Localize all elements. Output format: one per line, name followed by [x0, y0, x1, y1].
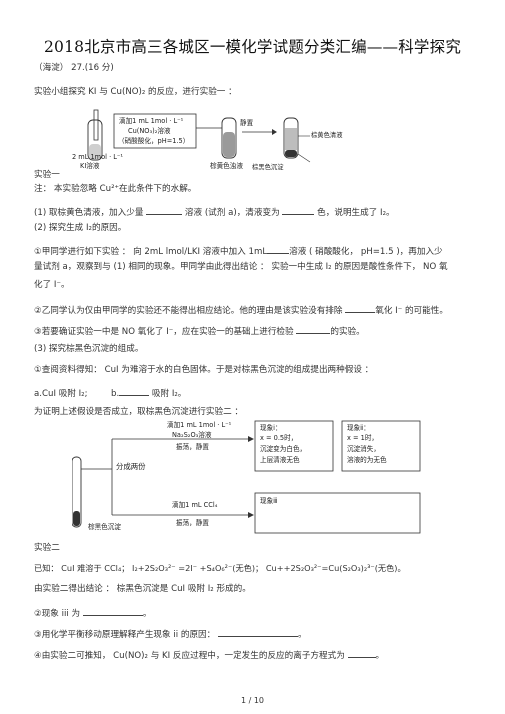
question-3-hypotheses: a.CuI 吸附 I₂; b. 吸附 I₂。 — [34, 386, 186, 400]
answer-blank-4[interactable] — [345, 303, 376, 313]
exp2-split: 分成两份 — [116, 462, 146, 471]
exp2-top-reagent-name: Na₂S₂O₃溶液 — [172, 431, 212, 439]
exp1-label-ki: KI溶液 — [80, 162, 100, 170]
question-ion: ④由实验二可推知， Cu(NO)₂ 与 KI 反应过程中，一定发生的反应的离子方… — [34, 648, 384, 662]
obs2-line1: x = 1时， — [347, 434, 379, 442]
exp1-caption: 实验一 — [34, 170, 60, 180]
exp1-label-clear: 棕黄色清液 — [311, 132, 343, 139]
exp1-label-precip: 棕黑色沉淀 — [252, 164, 284, 171]
exp2-precip: 棕黑色沉淀 — [88, 523, 121, 531]
exp2-bottom-reagent: 滴加1 mL CCl₄ — [172, 501, 218, 509]
obs2-line2: 沉淀消失， — [347, 445, 380, 453]
exp1-label-static: 静置 — [240, 119, 254, 127]
question-2-1-end: 化了 I⁻。 — [34, 280, 70, 290]
exp2-caption: 实验二 — [34, 543, 60, 553]
question-2: (2) 探究生成 I₂的原因。 — [34, 223, 127, 233]
question-3-1: ①查阅资料得知： CuI 为难溶于水的白色固体。于是对棕黑色沉淀的组成提出两种假… — [34, 365, 374, 375]
question-3: (3) 探究棕黑色沉淀的组成。 — [34, 344, 144, 354]
exp1-label-mid: 棕黄色浊液 — [210, 162, 243, 170]
question-2-3: ③若要确证实验一中是 NO 氧化了 I⁻，应在实验一的基础上进行检验 的实验。 — [34, 324, 365, 338]
page-title: 2018北京市高三各城区一模化学试题分类汇编——科学探究 — [43, 38, 462, 56]
question-2-1-cont: 量试剂 a，观察到与 (1) 相同的现象。甲同学由此得出结论 ： 实验一中生成 … — [34, 262, 448, 272]
experiment-1-drawing — [87, 109, 311, 163]
question-2-2: ②乙同学认为仅由甲同学的实验还不能得出相应结论。他的理由是该实验没有排除 氧化 … — [34, 303, 448, 317]
obs1-title: 现象ⅰ： — [260, 424, 282, 432]
exp1-label-reagent-name: Cu(NO₃)₂溶液 — [128, 127, 171, 135]
answer-blank-2[interactable] — [282, 205, 315, 215]
answer-blank-3[interactable] — [267, 244, 290, 254]
page-number: 1 / 10 — [240, 696, 265, 705]
question-1: (1) 取棕黄色清液，加入少量 溶液 (试剂 a)，清液变为 色，说明生成了 I… — [34, 205, 395, 219]
answer-blank-1[interactable] — [146, 205, 183, 215]
note-line: 注： 本实验忽略 Cu²⁺在此条件下的水解。 — [34, 184, 197, 194]
experiment-2-diagram: 滴加1 mL 1mol · L⁻¹ Na₂S₂O₃溶液 振荡，静置 分成两份 滴… — [72, 419, 424, 537]
obs2-line3: 溶液的为无色 — [347, 456, 387, 464]
intro-line: 实验小组探究 KI 与 Cu(NO)₂ 的反应，进行实验一 ： — [34, 87, 237, 97]
obs1-line1: x = 0.5时， — [260, 434, 298, 442]
source-line: （海淀） 27.(16 分) — [34, 63, 114, 73]
exp1-label-ki-amount: 2 mL 1mol · L⁻¹ — [72, 153, 124, 161]
answer-blank-9[interactable] — [347, 648, 376, 658]
obs1-line2: 沉淀变为白色， — [260, 445, 307, 453]
exp2-top-reagent: 滴加1 mL 1mol · L⁻¹ — [167, 421, 232, 429]
exp1-label-condition: （硝酸酸化，pH=1.5） — [118, 137, 190, 145]
obs3-title: 现象ⅲ — [260, 497, 278, 505]
experiment-1-diagram: 滴加1 mL 1mol · L⁻¹ Cu(NO₃)₂溶液 （硝酸酸化，pH=1.… — [72, 108, 342, 174]
obs1-line3: 上层清液无色 — [260, 456, 300, 464]
question-obs3: ②现象 iii 为 。 — [34, 606, 151, 620]
answer-blank-7[interactable] — [82, 606, 143, 616]
answer-blank-5[interactable] — [296, 324, 331, 334]
answer-blank-8[interactable] — [217, 627, 298, 637]
exp2-top-shake: 振荡，静置 — [176, 443, 209, 451]
experiment-2-drawing — [72, 420, 421, 534]
exp2-bottom-shake: 振荡，静置 — [176, 519, 209, 527]
known-line: 已知： CuI 难溶于 CCl₄； I₂+2S₂O₃²⁻ =2I⁻ +S₄O₆²… — [34, 563, 406, 573]
question-3-verify: 为证明上述假设是否成立，取棕黑色沉淀进行实验二 ： — [34, 407, 243, 417]
obs2-title: 现象ⅱ： — [347, 424, 370, 432]
conclusion-line: 由实验二得出结论 ： 棕黑色沉淀是 CuI 吸附 I₂ 形成的。 — [34, 584, 251, 594]
exp1-label-reagent: 滴加1 mL 1mol · L⁻¹ — [119, 117, 184, 125]
answer-blank-6[interactable] — [119, 386, 150, 396]
question-balance: ③用化学平衡移动原理解释产生现象 ii 的原因： 。 — [34, 627, 307, 641]
